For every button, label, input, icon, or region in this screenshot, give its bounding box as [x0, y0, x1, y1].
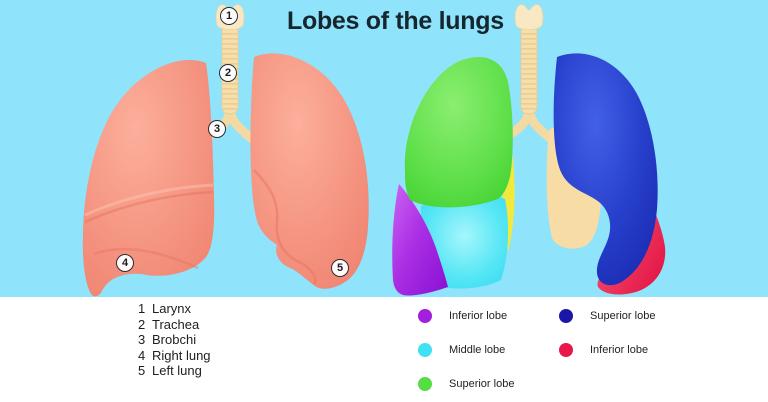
- right-lung-fissure-highlight: [84, 183, 214, 217]
- legend-label: Middle lobe: [449, 343, 506, 356]
- marker-trachea: 2: [219, 64, 237, 82]
- item-label: Left lung: [152, 363, 202, 379]
- inferior-lobe-left-color-dot: [559, 342, 573, 357]
- marker-right-lung: 4: [116, 254, 134, 272]
- superior-lobe-left-color-dot: [559, 308, 573, 323]
- inferior-lobe-right-lung: [392, 184, 448, 296]
- superior-lobe-color-dot: [418, 376, 432, 391]
- left-lung-shape: [250, 53, 369, 289]
- legend-label: Superior lobe: [449, 377, 515, 390]
- item-label: Brobchi: [152, 332, 197, 348]
- marker-left-lung: 5: [331, 259, 349, 277]
- item-number: 5: [138, 363, 146, 379]
- plain-lungs-diagram: [82, 53, 369, 297]
- trachea-right-diagram: [508, 5, 551, 139]
- superior-lobe-right-lung: [404, 56, 513, 208]
- legend-label: Inferior lobe: [449, 309, 508, 322]
- lobes-lungs-diagram: [392, 53, 666, 296]
- middle-lobe-right-lung: [420, 193, 509, 289]
- legend-item: Inferior lobe: [559, 342, 655, 357]
- legend-label: Superior lobe: [590, 309, 656, 322]
- list-item: 3 Brobchi: [138, 332, 211, 348]
- list-item: 1 Larynx: [138, 301, 211, 317]
- legend-item: Inferior lobe: [418, 308, 514, 323]
- legend-item: Superior lobe: [559, 308, 655, 323]
- right-lung-fissure-line: [84, 190, 214, 224]
- right-lung-lower-fissure-line: [93, 247, 199, 270]
- marker-larynx: 1: [220, 7, 238, 25]
- list-item: 4 Right lung: [138, 348, 211, 364]
- list-item: 2 Trachea: [138, 317, 211, 333]
- right-lung-shape: [82, 60, 215, 297]
- item-label: Trachea: [152, 316, 200, 332]
- legend-item: Superior lobe: [418, 376, 514, 391]
- inferior-lobe-color-dot: [418, 308, 432, 323]
- item-number: 1: [138, 301, 146, 316]
- list-item: 5 Left lung: [138, 363, 211, 379]
- page-title: Lobes of the lungs: [287, 7, 504, 35]
- item-label: Right lung: [152, 347, 211, 363]
- lobes-legend-column-2: Superior lobe Inferior lobe: [559, 308, 655, 357]
- marker-bronchi: 3: [208, 120, 226, 138]
- item-number: 4: [138, 347, 146, 363]
- legend-label: Inferior lobe: [590, 343, 649, 356]
- item-number: 2: [138, 316, 146, 332]
- item-number: 3: [138, 332, 146, 348]
- item-label: Larynx: [152, 301, 192, 316]
- superior-lobe-left-lung: [553, 53, 658, 286]
- lobes-legend-column-1: Inferior lobe Middle lobe Superior lobe: [418, 308, 514, 391]
- middle-lobe-color-dot: [418, 342, 432, 357]
- bottom-white-strip: [0, 297, 768, 402]
- left-lung-fissure-line: [253, 169, 317, 285]
- legend-item: Middle lobe: [418, 342, 514, 357]
